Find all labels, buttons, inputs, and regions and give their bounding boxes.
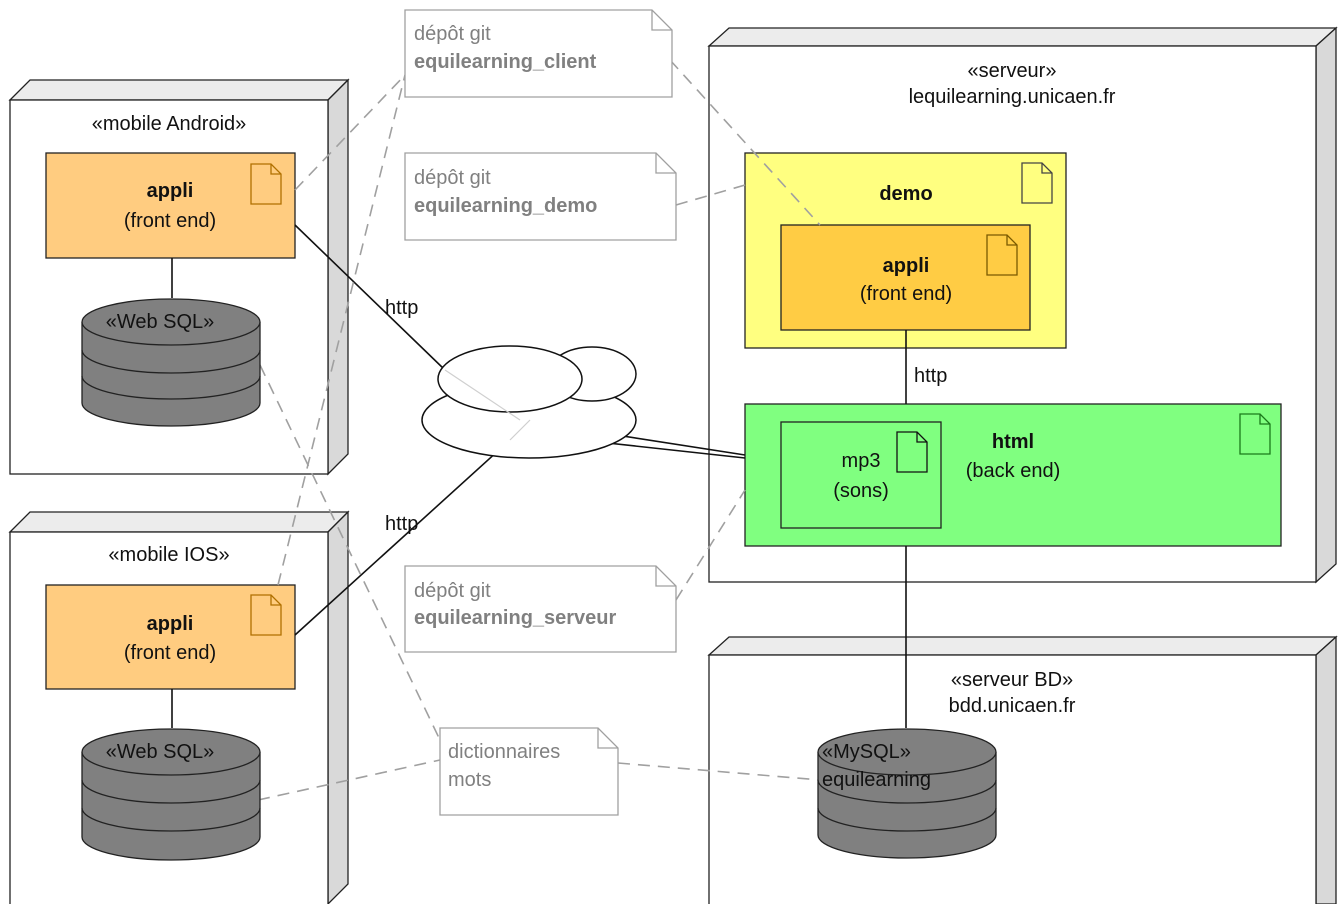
database-icon[interactable]: «MySQL» equilearning	[817, 728, 997, 859]
ios-appli-sub: (front end)	[124, 642, 216, 664]
artifact-android-appli[interactable]: appli (front end)	[45, 152, 296, 259]
html-name: html	[992, 431, 1034, 453]
note-dictionnaires[interactable]: dictionnaires mots	[439, 727, 619, 816]
dbserver-stereotype: «serveur BD»	[951, 669, 1073, 691]
note-git-demo[interactable]: dépôt git equilearning_demo	[404, 152, 677, 241]
git-demo-line2: equilearning_demo	[414, 195, 597, 217]
android-stereotype: «mobile Android»	[92, 113, 247, 135]
artifact-ios-appli[interactable]: appli (front end)	[45, 584, 296, 690]
android-appli-name: appli	[147, 180, 194, 202]
git-serveur-line1: dépôt git	[414, 580, 491, 602]
artifact-mp3[interactable]: mp3 (sons)	[780, 421, 942, 529]
cloud-crossing-lines	[444, 369, 531, 441]
database-icon[interactable]: «Web SQL»	[81, 298, 261, 427]
dict-line1: dictionnaires	[448, 741, 560, 763]
git-client-line1: dépôt git	[414, 23, 491, 45]
database-icon[interactable]: «Web SQL»	[81, 728, 261, 861]
ios-db-stereotype: «Web SQL»	[106, 741, 215, 763]
demo-appli-sub: (front end)	[860, 283, 952, 305]
cloud-icon	[421, 345, 637, 459]
dict-line2: mots	[448, 769, 491, 791]
mysql-stereotype: «MySQL»	[822, 741, 911, 763]
server-host: lequilearning.unicaen.fr	[909, 86, 1116, 108]
artifact-demo-appli[interactable]: appli (front end)	[780, 224, 1031, 331]
git-client-line2: equilearning_client	[414, 51, 597, 73]
ios-stereotype: «mobile IOS»	[108, 544, 229, 566]
ios-appli-name: appli	[147, 613, 194, 635]
android-appli-sub: (front end)	[124, 210, 216, 232]
mp3-sub: (sons)	[833, 480, 889, 502]
html-sub: (back end)	[966, 460, 1061, 482]
android-db-stereotype: «Web SQL»	[106, 311, 215, 333]
android-http-label: http	[385, 297, 418, 319]
note-git-client[interactable]: dépôt git equilearning_client	[404, 9, 673, 98]
demo-appli-name: appli	[883, 255, 930, 277]
dbserver-host: bdd.unicaen.fr	[949, 695, 1076, 717]
server-stereotype: «serveur»	[968, 60, 1057, 82]
mp3-name: mp3	[842, 450, 881, 472]
git-serveur-line2: equilearning_serveur	[414, 607, 617, 629]
mysql-name: equilearning	[822, 769, 931, 791]
ios-http-label: http	[385, 513, 418, 535]
git-demo-line1: dépôt git	[414, 167, 491, 189]
demo-html-http-label: http	[914, 365, 947, 387]
dashed-dependencies	[257, 59, 821, 801]
node-serveur-bd[interactable]: «serveur BD» bdd.unicaen.fr	[707, 635, 1338, 904]
demo-label: demo	[879, 183, 932, 205]
note-git-serveur[interactable]: dépôt git equilearning_serveur	[404, 565, 677, 653]
